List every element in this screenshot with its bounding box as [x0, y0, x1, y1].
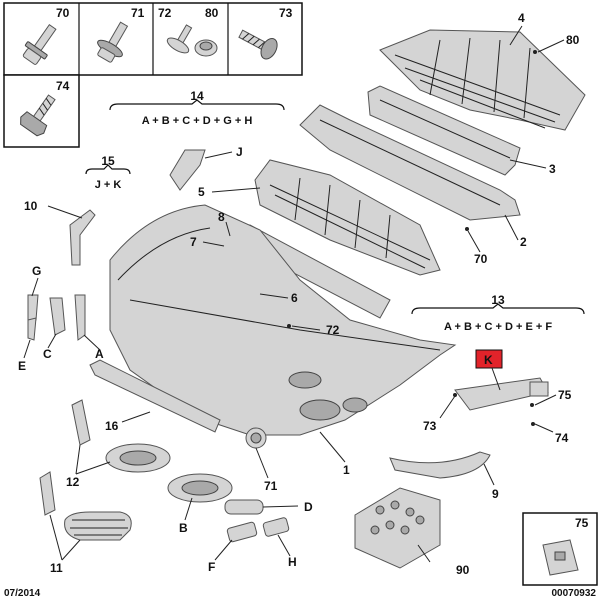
side-bracket-part-11	[39, 471, 56, 516]
callout-90: 90	[456, 563, 470, 577]
inset-box-ref: 75	[575, 516, 589, 530]
callout-h: H	[288, 555, 297, 569]
callout-d: D	[304, 500, 313, 514]
part-h	[262, 517, 290, 537]
molding-part-9	[389, 451, 491, 479]
bumper-cover-part-1	[109, 204, 457, 436]
fastener-dot	[465, 227, 469, 231]
callout-10: 10	[24, 199, 38, 213]
group-14-ref: 14	[190, 89, 204, 103]
callout-labels: 4 80 3 2 70 5 J 8 7 6 72 10 A C G E 16 1…	[18, 11, 580, 577]
fog-bezel-part-b	[167, 473, 233, 503]
callout-f: F	[208, 560, 215, 574]
callout-k: K	[484, 353, 493, 367]
group-13-ref: 13	[491, 293, 505, 307]
bracket-part-j	[169, 149, 206, 191]
callout-70: 70	[474, 252, 488, 266]
callout-b: B	[179, 521, 188, 535]
callout-74: 74	[555, 431, 569, 445]
bracket-part-2	[299, 104, 521, 221]
callout-72: 72	[326, 323, 340, 337]
group-15: 15 J + K	[85, 154, 131, 191]
callout-3: 3	[549, 162, 556, 176]
callout-4: 4	[518, 11, 525, 25]
fastener-ref-74: 74	[56, 79, 70, 93]
hex-bolt-icon	[20, 94, 56, 137]
bolt-flanged-icon	[22, 23, 57, 65]
side-bracket-part-12	[71, 399, 91, 446]
fastener-box-grid: 70 71 72 80 73 74	[3, 2, 303, 148]
corner-bracket-part-10	[69, 209, 96, 266]
footer-doc-number: 00070932	[552, 588, 597, 599]
callout-1: 1	[343, 463, 350, 477]
callout-80: 80	[566, 33, 580, 47]
lower-grille-part-11	[64, 511, 132, 541]
fastener-ref-71: 71	[131, 6, 145, 20]
side-bracket-part-a	[74, 294, 86, 341]
inset-box-75: 75	[522, 512, 598, 586]
callout-11: 11	[50, 561, 63, 575]
callout-j: J	[236, 145, 243, 159]
fastener-dot	[533, 50, 537, 54]
push-rivet-icon	[166, 24, 193, 54]
group-15-ref: 15	[101, 154, 115, 168]
callout-c: C	[43, 347, 52, 361]
plastic-plug-icon	[194, 39, 218, 57]
fastener-ref-70: 70	[56, 6, 70, 20]
callout-a: A	[95, 347, 104, 361]
callout-7: 7	[190, 235, 197, 249]
group-14-formula: A + B + C + D + G + H	[142, 115, 253, 127]
center-grille-part-5	[254, 159, 441, 276]
spring-clip-icon	[542, 539, 579, 576]
callout-73: 73	[423, 419, 437, 433]
callout-e: E	[18, 359, 26, 373]
part-f	[226, 521, 258, 543]
upper-grille-part-4	[379, 29, 586, 131]
group-15-formula: J + K	[95, 179, 122, 191]
callout-75: 75	[558, 388, 572, 402]
part-d	[224, 499, 264, 515]
callout-16: 16	[105, 419, 119, 433]
leader-lines	[23, 25, 565, 563]
fog-bezel-part-12	[105, 443, 171, 473]
fastener-ref-73: 73	[279, 6, 293, 20]
callout-5: 5	[198, 185, 205, 199]
fog-lamp-part-71	[245, 427, 267, 449]
callout-71: 71	[264, 479, 278, 493]
group-13: 13 A + B + C + D + E + F	[411, 293, 585, 333]
reinforcement-part-16	[89, 359, 221, 433]
group-13-formula: A + B + C + D + E + F	[444, 321, 552, 333]
fastener-dot	[453, 393, 457, 397]
bolt-with-washer-icon	[97, 21, 129, 63]
side-bracket-part-e	[27, 317, 37, 341]
upper-absorber-part-3	[367, 85, 521, 176]
callout-6: 6	[291, 291, 298, 305]
highlight-marker-k	[475, 349, 503, 369]
fastener-dot	[530, 403, 534, 407]
callout-g: G	[32, 264, 41, 278]
side-bracket-part-c	[49, 297, 66, 336]
fastener-ref-80: 80	[205, 6, 219, 20]
footer-date: 07/2014	[4, 588, 41, 599]
callout-2: 2	[520, 235, 527, 249]
fastener-dot	[531, 422, 535, 426]
callout-9: 9	[492, 487, 499, 501]
fastener-dot	[287, 324, 291, 328]
screw-icon	[238, 29, 278, 60]
fastener-ref-72: 72	[158, 6, 172, 20]
clip-kit-part-90	[354, 487, 441, 569]
callout-8: 8	[218, 210, 225, 224]
group-14: 14 A + B + C + D + G + H	[109, 89, 285, 127]
callout-12: 12	[66, 475, 80, 489]
bracket-part-k	[454, 377, 549, 411]
